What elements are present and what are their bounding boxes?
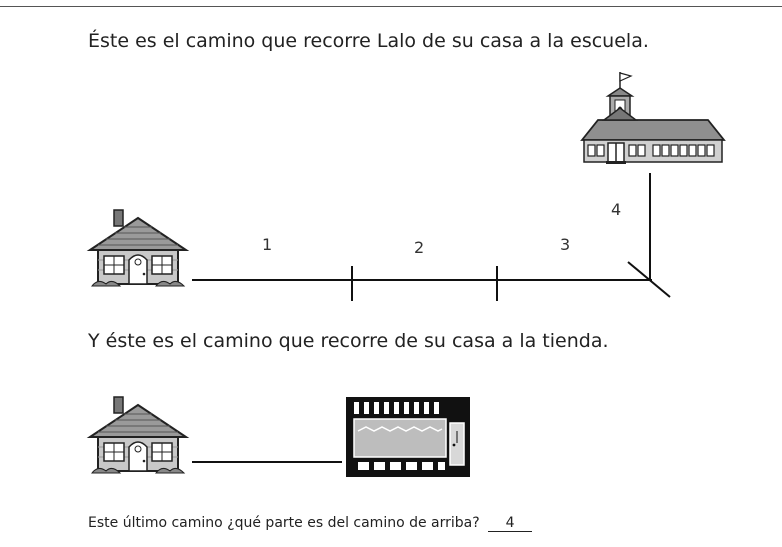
- intro-text: Éste es el camino que recorre Lalo de su…: [88, 30, 649, 52]
- house-icon: [86, 209, 190, 287]
- segment-label-4: 4: [611, 200, 622, 219]
- store-icon: [346, 397, 470, 477]
- question-label: Este último camino ¿qué parte es del cam…: [88, 515, 480, 531]
- house-icon: [86, 396, 190, 474]
- top-rule: [0, 6, 782, 7]
- question-text: Este último camino ¿qué parte es del cam…: [88, 515, 533, 532]
- school-icon: [580, 72, 726, 164]
- answer-value: 4: [488, 515, 533, 532]
- segment-label-1: 1: [262, 235, 273, 254]
- school-path: [192, 173, 671, 301]
- segment-label-3: 3: [560, 235, 571, 254]
- second-text: Y éste es el camino que recorre de su ca…: [88, 330, 609, 352]
- segment-label-2: 2: [414, 238, 425, 257]
